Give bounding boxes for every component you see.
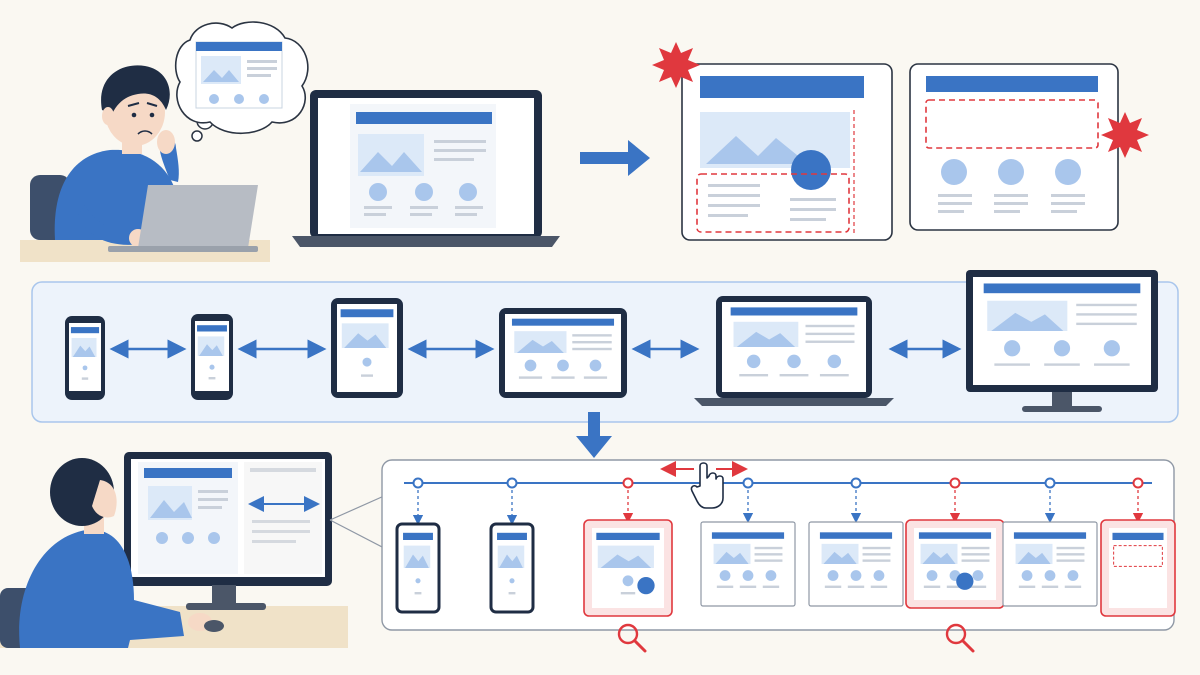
thinking-person-icon: [20, 65, 270, 262]
breakpoint-marker[interactable]: [742, 477, 754, 489]
tablet-icon: [499, 308, 627, 398]
breakpoint-marker[interactable]: [850, 477, 862, 489]
breakpoint-item[interactable]: [905, 477, 1005, 609]
smartphone-icon: [191, 314, 233, 400]
magnifier-icon: [945, 623, 975, 653]
tablet-icon: [331, 298, 403, 398]
thought-bubble-icon: [174, 21, 309, 142]
breakpoint-marker[interactable]: [949, 477, 961, 489]
broken-layout-panel: [681, 63, 893, 241]
breakpoint-item[interactable]: [583, 477, 673, 617]
bug-burst-icon: [652, 42, 700, 88]
breakpoint-item[interactable]: [489, 477, 535, 614]
desktop-monitor-icon: [966, 270, 1158, 412]
laptop-icon: [292, 90, 560, 247]
breakpoint-marker[interactable]: [1132, 477, 1144, 489]
down-arrow-icon: [576, 412, 612, 458]
smartphone-icon: [65, 316, 105, 400]
breakpoint-marker[interactable]: [506, 477, 518, 489]
callout-line: [329, 519, 385, 549]
bug-burst-icon: [1101, 112, 1149, 158]
breakpoint-item[interactable]: [1002, 477, 1098, 607]
magnifier-icon: [617, 623, 647, 653]
broken-layout-panel: [909, 63, 1119, 231]
breakpoint-item[interactable]: [808, 477, 904, 607]
right-arrow-icon: [580, 140, 650, 176]
breakpoint-marker[interactable]: [1044, 477, 1056, 489]
callout-line: [329, 495, 385, 521]
breakpoint-item[interactable]: [700, 477, 796, 607]
laptop-icon: [694, 296, 894, 406]
breakpoint-marker[interactable]: [622, 477, 634, 489]
breakpoint-item[interactable]: [1100, 477, 1176, 617]
hand-cursor-icon[interactable]: [660, 461, 748, 509]
breakpoint-item[interactable]: [395, 477, 441, 614]
developer-at-monitor-icon: [0, 452, 348, 648]
breakpoint-marker[interactable]: [412, 477, 424, 489]
